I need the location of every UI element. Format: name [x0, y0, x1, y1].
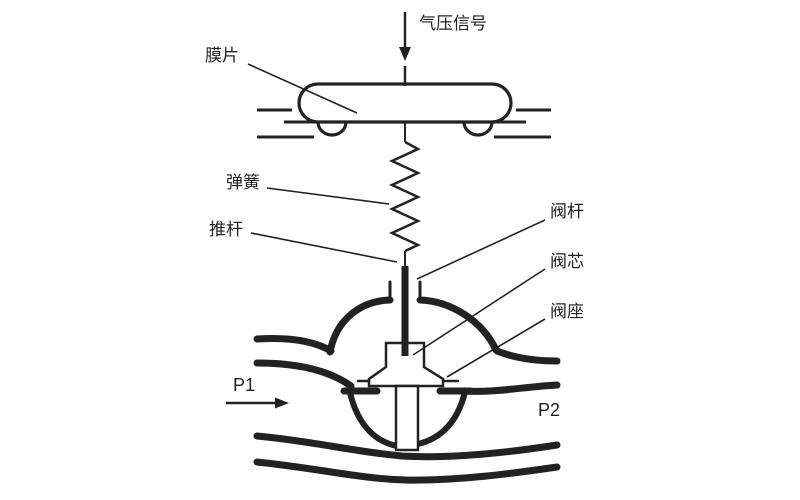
leader-spring [266, 187, 390, 205]
leader-push-rod [250, 232, 398, 263]
diaphragm-bump-right [462, 121, 494, 137]
leader-lines [247, 63, 546, 378]
dome-left [326, 296, 394, 356]
dome-right [416, 296, 500, 354]
chamber-wall-right [415, 389, 468, 447]
label-valve-plug: 阀芯 [550, 252, 584, 271]
bottom-shell-outer [253, 458, 561, 484]
outlet-pipe-lower-wall [459, 381, 561, 395]
spring-zigzag [389, 140, 421, 253]
label-diaphragm: 膜片 [205, 46, 239, 65]
leader-valve-plug [412, 268, 546, 356]
flow-arrow-p1 [226, 397, 289, 409]
stem-guide [394, 384, 420, 452]
leader-valve-seat [446, 318, 546, 378]
leader-diaphragm [247, 63, 358, 114]
label-spring: 弹簧 [226, 173, 260, 192]
diaphragm-bump-left [316, 121, 348, 137]
chamber-wall-left [347, 390, 400, 449]
label-p1: P1 [233, 375, 255, 395]
label-valve-stem: 阀杆 [550, 202, 584, 221]
bottom-shell-inner [253, 432, 561, 461]
spring-assembly [389, 122, 421, 266]
label-p2: P2 [538, 400, 560, 420]
label-valve-seat: 阀座 [550, 302, 584, 321]
actuator-capsule [297, 82, 513, 124]
label-air-signal: 气压信号 [419, 14, 487, 33]
leader-valve-stem [416, 219, 546, 280]
inlet-pipe-lower-wall [253, 359, 355, 390]
air-signal-arrow [399, 12, 411, 86]
label-push-rod: 推杆 [209, 220, 243, 239]
outlet-pipe-upper-wall [493, 347, 561, 365]
valve-plug [367, 341, 445, 388]
valve-body [253, 280, 561, 484]
inlet-pipe-upper-wall [253, 335, 335, 355]
